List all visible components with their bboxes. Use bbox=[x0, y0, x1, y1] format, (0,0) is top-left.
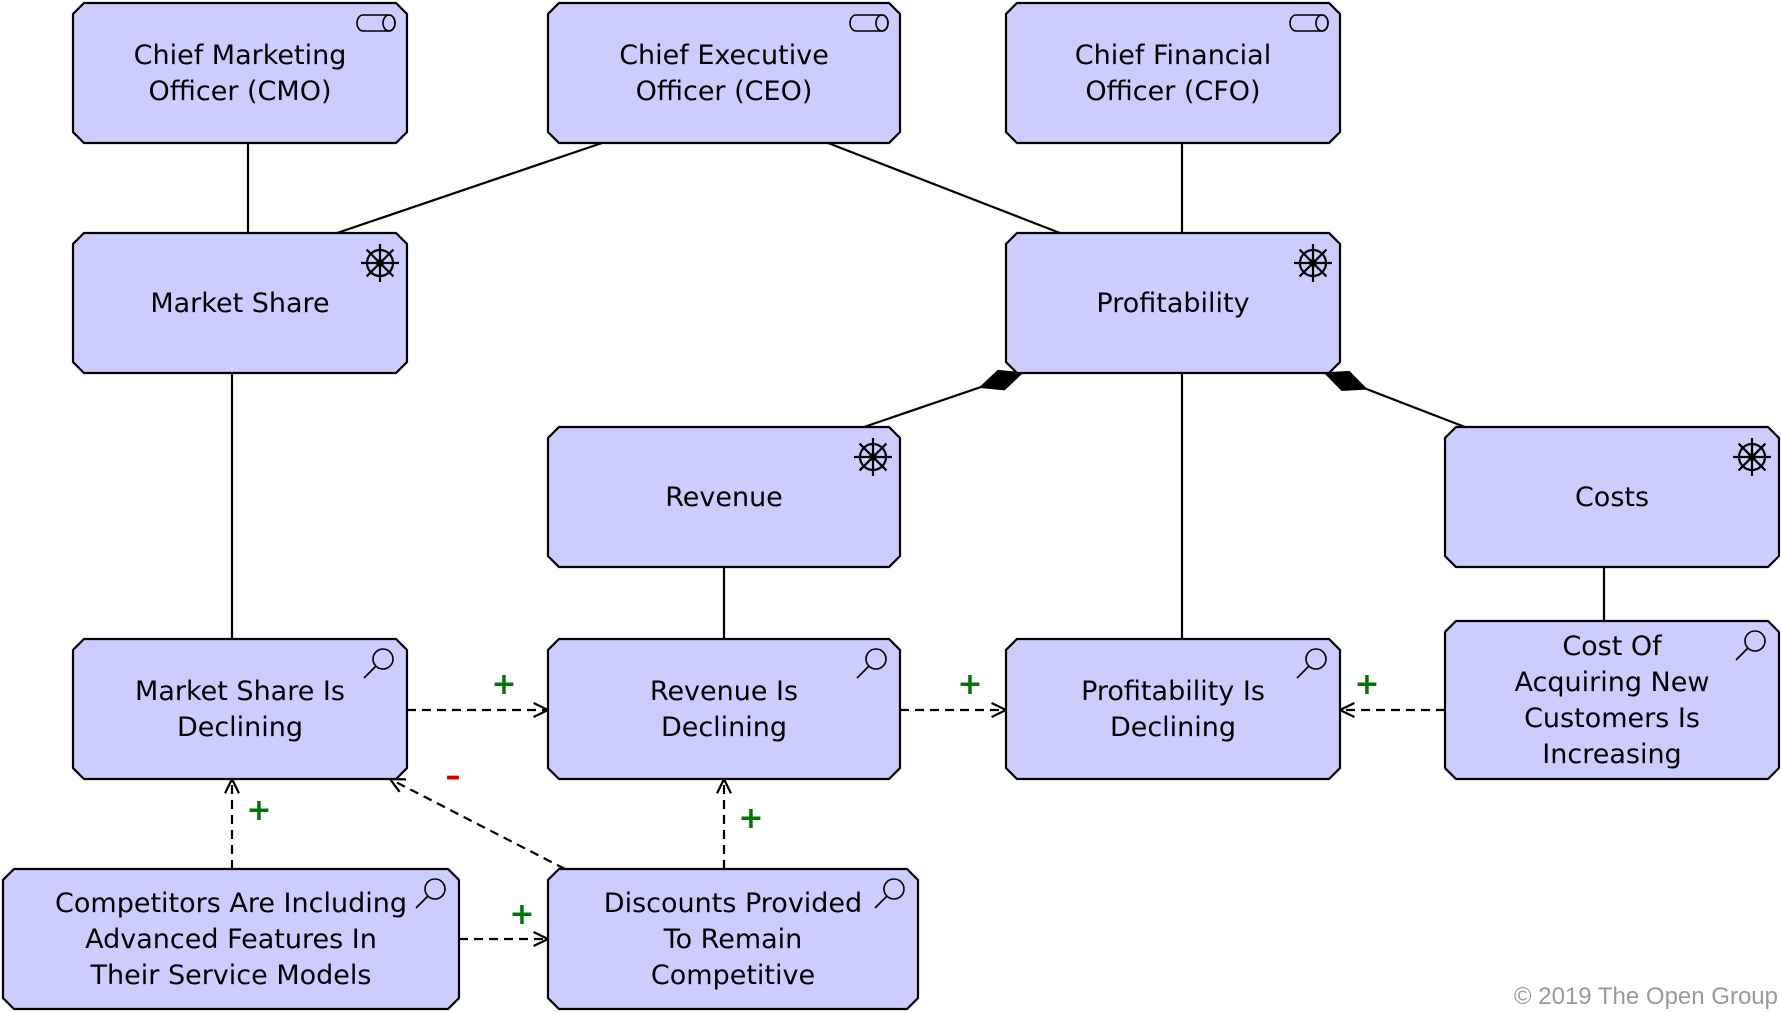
role-icon bbox=[849, 14, 889, 32]
element-label: Customers Is bbox=[1524, 703, 1700, 734]
element-label: Market Share bbox=[150, 288, 329, 319]
element-box bbox=[1, 867, 461, 1011]
element-box bbox=[1004, 1, 1342, 145]
relation-influence[interactable] bbox=[716, 776, 732, 869]
role-icon bbox=[1289, 14, 1329, 32]
element-label: Their Service Models bbox=[90, 960, 372, 991]
driver-icon bbox=[1733, 438, 1771, 476]
composition-diamond-icon bbox=[1323, 370, 1368, 392]
element-box bbox=[71, 231, 409, 375]
element-label: Officer (CFO) bbox=[1085, 76, 1260, 107]
element-box bbox=[71, 1, 409, 145]
assessment-icon bbox=[874, 878, 905, 909]
relation-influence[interactable] bbox=[224, 776, 240, 869]
element-label: Chief Financial bbox=[1075, 40, 1271, 71]
element-label: Costs bbox=[1575, 482, 1649, 513]
element-revenue-declining[interactable]: Revenue Is Declining bbox=[546, 637, 902, 781]
element-box bbox=[546, 867, 920, 1011]
element-profitability[interactable]: Profitability bbox=[1004, 231, 1342, 375]
element-market-share-declining[interactable]: Market Share Is Declining bbox=[71, 637, 409, 781]
role-icon bbox=[356, 14, 396, 32]
assessment-icon bbox=[856, 648, 887, 679]
element-label: Cost Of bbox=[1562, 631, 1663, 662]
assessment-icon bbox=[363, 648, 394, 679]
relations-layer bbox=[224, 141, 1606, 947]
element-label: Declining bbox=[1110, 712, 1236, 743]
composition-diamond-icon bbox=[978, 369, 1024, 391]
driver-icon bbox=[854, 438, 892, 476]
relation-association[interactable] bbox=[336, 141, 603, 235]
element-label: Discounts Provided bbox=[604, 888, 862, 919]
element-label: Revenue Is bbox=[650, 676, 798, 707]
assessment-icon bbox=[1296, 648, 1327, 679]
element-revenue[interactable]: Revenue bbox=[546, 425, 902, 569]
element-label: Officer (CEO) bbox=[636, 76, 813, 107]
element-box bbox=[1443, 425, 1781, 569]
driver-icon bbox=[361, 244, 399, 282]
positive-influence-sign: + bbox=[738, 801, 763, 836]
element-box bbox=[546, 1, 902, 145]
element-label: Acquiring New bbox=[1515, 667, 1710, 698]
element-box bbox=[546, 637, 902, 781]
element-label: Declining bbox=[177, 712, 303, 743]
element-label: Declining bbox=[661, 712, 787, 743]
assessment-icon bbox=[1735, 630, 1766, 661]
relation-influence[interactable] bbox=[459, 931, 551, 947]
element-box bbox=[71, 637, 409, 781]
assessment-icon bbox=[415, 878, 446, 909]
element-label: Officer (CMO) bbox=[149, 76, 332, 107]
relation-composition[interactable] bbox=[1323, 370, 1466, 429]
positive-influence-sign: + bbox=[246, 793, 271, 828]
element-label: Profitability Is bbox=[1081, 676, 1265, 707]
element-label: Competitors Are Including bbox=[55, 888, 407, 919]
element-box bbox=[1443, 619, 1781, 781]
relation-influence[interactable] bbox=[1337, 702, 1445, 718]
association-line bbox=[827, 141, 1061, 235]
positive-influence-sign: + bbox=[1354, 667, 1379, 702]
element-box bbox=[1004, 231, 1342, 375]
influence-line bbox=[389, 778, 566, 870]
positive-influence-sign: + bbox=[509, 897, 534, 932]
relation-influence[interactable] bbox=[407, 702, 551, 718]
influence-signs-layer: + + + + + + – bbox=[246, 667, 1379, 932]
element-label: Advanced Features In bbox=[85, 924, 377, 955]
relation-composition[interactable] bbox=[863, 369, 1024, 429]
association-line bbox=[336, 141, 603, 235]
copyright-notice: © 2019 The Open Group bbox=[1514, 983, 1778, 1010]
element-label: Profitability bbox=[1096, 288, 1249, 319]
element-market-share[interactable]: Market Share bbox=[71, 231, 409, 375]
positive-influence-sign: + bbox=[491, 667, 516, 702]
driver-icon bbox=[1294, 244, 1332, 282]
element-profitability-declining[interactable]: Profitability Is Declining bbox=[1004, 637, 1342, 781]
element-box bbox=[1004, 637, 1342, 781]
element-box bbox=[546, 425, 902, 569]
relation-association[interactable] bbox=[827, 141, 1061, 235]
element-label: Chief Executive bbox=[619, 40, 829, 71]
positive-influence-sign: + bbox=[957, 667, 982, 702]
negative-influence-sign: – bbox=[446, 759, 461, 794]
element-label: Competitive bbox=[651, 960, 815, 991]
element-label: Increasing bbox=[1542, 739, 1681, 770]
element-label: Market Share Is bbox=[135, 676, 345, 707]
element-costs[interactable]: Costs bbox=[1443, 425, 1781, 569]
element-label: Chief Marketing bbox=[134, 40, 347, 71]
element-label: To Remain bbox=[663, 924, 803, 955]
element-label: Revenue bbox=[665, 482, 783, 513]
relation-influence[interactable] bbox=[387, 777, 566, 870]
relation-influence[interactable] bbox=[900, 702, 1009, 718]
